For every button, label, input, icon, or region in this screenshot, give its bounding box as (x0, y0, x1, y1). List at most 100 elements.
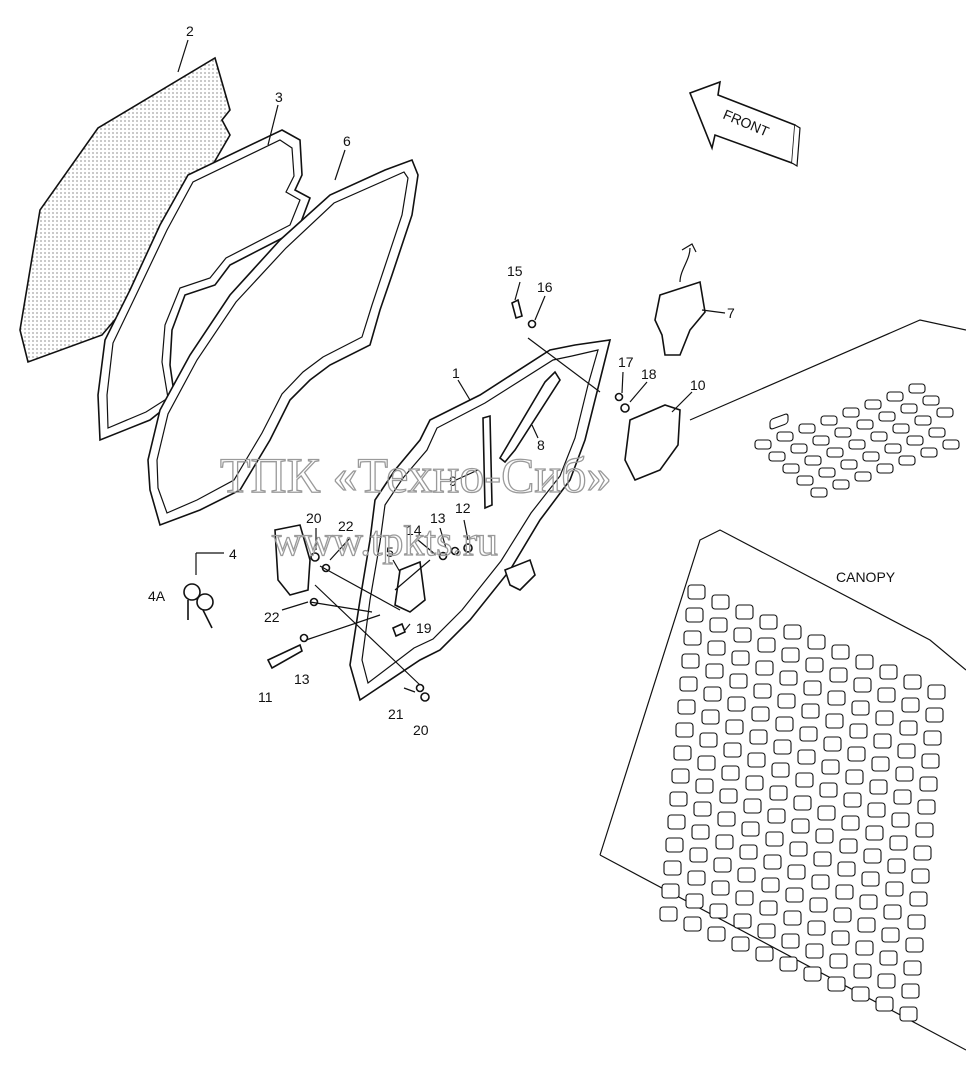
vent-hole (928, 427, 946, 438)
lock-part (274, 524, 311, 596)
leader-lines (177, 39, 726, 693)
vent-hole (783, 910, 802, 926)
vent-hole (807, 920, 826, 936)
vent-hole (659, 906, 678, 922)
vent-hole (771, 762, 790, 778)
vent-hole (823, 736, 842, 752)
vent-hole (711, 880, 730, 896)
vent-hole (810, 487, 828, 498)
vent-hole (717, 811, 736, 827)
vent-hole (913, 845, 932, 861)
vent-hole (840, 459, 858, 470)
vent-hole (681, 653, 700, 669)
vent-hole (693, 801, 712, 817)
vent-hole (729, 673, 748, 689)
vent-hole (875, 710, 894, 726)
callout-16: 16 (537, 279, 553, 295)
vent-hole (864, 399, 882, 410)
callout-9: 9 (449, 473, 457, 489)
vent-hole (743, 798, 762, 814)
vent-hole (745, 775, 764, 791)
switch-part (654, 280, 706, 356)
vent-hole (827, 976, 846, 992)
vent-hole (755, 660, 774, 676)
vent-hole (878, 411, 896, 422)
callout-18: 18 (641, 366, 657, 382)
vent-hole (741, 821, 760, 837)
vent-hole (805, 657, 824, 673)
vent-hole (848, 439, 866, 450)
vent-hole (855, 940, 874, 956)
callout-22b: 22 (264, 609, 280, 625)
callout-4A: 4A (148, 588, 166, 604)
vent-hole (767, 808, 786, 824)
vent-hole (677, 699, 696, 715)
callout-20a: 20 (306, 510, 322, 526)
vent-hole (820, 415, 838, 426)
vent-hole (819, 782, 838, 798)
vent-hole (905, 937, 924, 953)
canopy-label: CANOPY (836, 569, 896, 585)
vent-hole (884, 443, 902, 454)
vent-hole (787, 864, 806, 880)
vent-hole (703, 686, 722, 702)
vent-hole (790, 443, 808, 454)
callout-3: 3 (275, 89, 283, 105)
vent-hole (895, 766, 914, 782)
callout-20b: 20 (413, 722, 429, 738)
vent-hole (871, 756, 890, 772)
vent-hole (825, 713, 844, 729)
vent-hole (837, 861, 856, 877)
vent-hole (661, 883, 680, 899)
vent-hole (793, 795, 812, 811)
vent-hole (669, 791, 688, 807)
callout-7: 7 (727, 305, 735, 321)
vent-hole (782, 463, 800, 474)
canopy-grid-top (769, 413, 789, 430)
vent-hole (723, 742, 742, 758)
vent-hole (911, 868, 930, 884)
vent-hole (751, 706, 770, 722)
vent-hole (791, 818, 810, 834)
callout-6: 6 (343, 133, 351, 149)
vent-hole (839, 838, 858, 854)
vent-hole (915, 822, 934, 838)
vent-hole (851, 700, 870, 716)
vent-hole (831, 930, 850, 946)
vent-hole (707, 640, 726, 656)
vent-hole (877, 973, 896, 989)
vent-hole (831, 644, 850, 660)
vent-hole (901, 697, 920, 713)
vent-hole (695, 778, 714, 794)
vent-hole (663, 860, 682, 876)
vent-hole (865, 825, 884, 841)
seal-part (97, 129, 311, 442)
striker-part (394, 560, 426, 613)
vent-hole (727, 696, 746, 712)
canopy-vent-holes-top (754, 383, 960, 498)
callout-1: 1 (452, 365, 460, 381)
vent-hole (876, 463, 894, 474)
vent-hole (826, 447, 844, 458)
vent-hole (870, 431, 888, 442)
vent-hole (901, 983, 920, 999)
vent-hole (781, 647, 800, 663)
vent-hole (683, 916, 702, 932)
vent-hole (803, 966, 822, 982)
vent-hole (907, 914, 926, 930)
vent-hole (833, 907, 852, 923)
vent-hole (709, 617, 728, 633)
vent-hole (817, 805, 836, 821)
vent-hole (665, 837, 684, 853)
vent-hole (735, 604, 754, 620)
vent-hole (873, 733, 892, 749)
vent-hole (811, 874, 830, 890)
vent-hole (805, 943, 824, 959)
vent-hole (768, 451, 786, 462)
front-arrow: FRONT (688, 80, 801, 168)
vent-hole (797, 749, 816, 765)
vent-hole (851, 986, 870, 1002)
door-frame-part (147, 158, 419, 527)
vent-hole (813, 851, 832, 867)
vent-hole (829, 953, 848, 969)
